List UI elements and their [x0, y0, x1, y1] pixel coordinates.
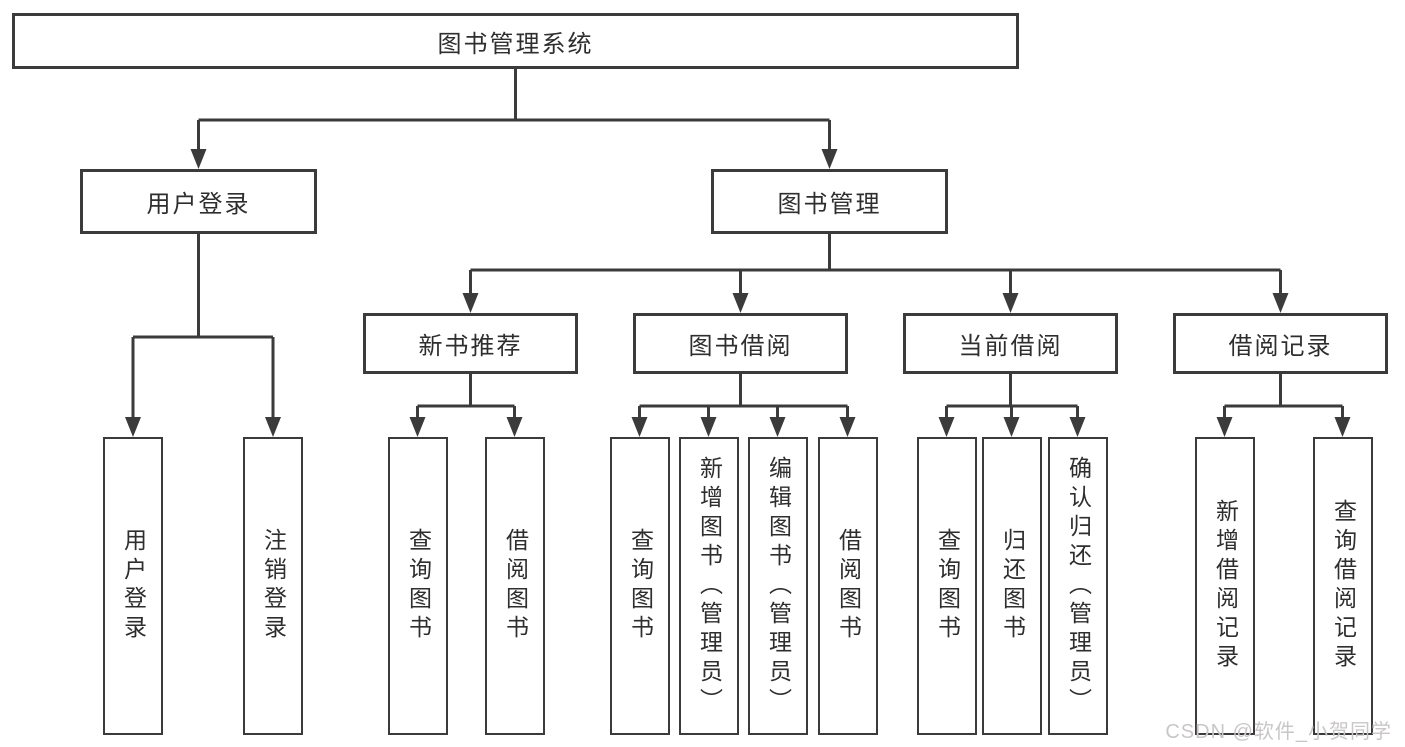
leaf-query-books-2-label: 查询图书 [627, 528, 654, 644]
node-book-management-label: 图书管理 [777, 191, 882, 218]
leaf-query-borrow-record: 查询借阅记录 [1313, 437, 1373, 735]
leaf-logout: 注销登录 [243, 437, 303, 735]
leaf-edit-book-admin-label: 编辑图书（管理员） [765, 455, 792, 717]
leaf-add-borrow-record: 新增借阅记录 [1195, 437, 1255, 735]
leaf-borrow-books-2-label: 借阅图书 [835, 528, 862, 644]
leaf-query-books-1-label: 查询图书 [405, 528, 432, 644]
connector-current-borrow-children [938, 374, 1086, 437]
connector-new-book-children [409, 374, 523, 437]
leaf-borrow-books-1-label: 借阅图书 [502, 528, 529, 644]
connector-borrow-records-children [1216, 374, 1351, 437]
node-root: 图书管理系统 [12, 13, 1019, 69]
leaf-borrow-books-1: 借阅图书 [485, 437, 545, 735]
leaf-logout-label: 注销登录 [260, 528, 287, 644]
leaf-confirm-return-admin: 确认归还（管理员） [1048, 437, 1108, 735]
leaf-add-book-admin-label: 新增图书（管理员） [696, 455, 723, 717]
leaf-edit-book-admin: 编辑图书（管理员） [748, 437, 808, 735]
leaf-user-login: 用户登录 [103, 437, 163, 735]
leaf-query-books-3: 查询图书 [917, 437, 977, 735]
leaf-query-books-2: 查询图书 [610, 437, 670, 735]
node-user-login-label: 用户登录 [146, 191, 251, 218]
node-borrow-records-label: 借阅记录 [1228, 333, 1333, 360]
leaf-add-borrow-record-label: 新增借阅记录 [1212, 499, 1239, 673]
leaf-query-books-1: 查询图书 [388, 437, 448, 735]
connector-book-management-children [462, 234, 1289, 313]
leaf-user-login-label: 用户登录 [120, 528, 147, 644]
connector-root-to-level2 [190, 69, 838, 169]
node-current-borrow: 当前借阅 [903, 313, 1118, 374]
node-book-management: 图书管理 [711, 169, 948, 234]
node-user-login: 用户登录 [80, 169, 317, 234]
leaf-query-borrow-record-label: 查询借阅记录 [1330, 499, 1357, 673]
node-current-borrow-label: 当前借阅 [958, 333, 1063, 360]
leaf-query-books-3-label: 查询图书 [934, 528, 961, 644]
csdn-watermark: CSDN @软件_小贺同学 [1165, 721, 1392, 743]
node-new-book-recommend: 新书推荐 [363, 313, 578, 374]
node-root-label: 图书管理系统 [437, 30, 594, 58]
node-book-borrow: 图书借阅 [633, 313, 848, 374]
leaf-borrow-books-2: 借阅图书 [818, 437, 878, 735]
connector-book-borrow-children [631, 374, 856, 437]
node-borrow-records: 借阅记录 [1173, 313, 1388, 374]
leaf-return-book-label: 归还图书 [999, 528, 1026, 644]
connector-user-login-children [125, 234, 281, 437]
leaf-return-book: 归还图书 [982, 437, 1042, 735]
node-book-borrow-label: 图书借阅 [688, 333, 793, 360]
leaf-confirm-return-admin-label: 确认归还（管理员） [1065, 455, 1092, 717]
node-new-book-recommend-label: 新书推荐 [418, 333, 523, 360]
leaf-add-book-admin: 新增图书（管理员） [679, 437, 739, 735]
